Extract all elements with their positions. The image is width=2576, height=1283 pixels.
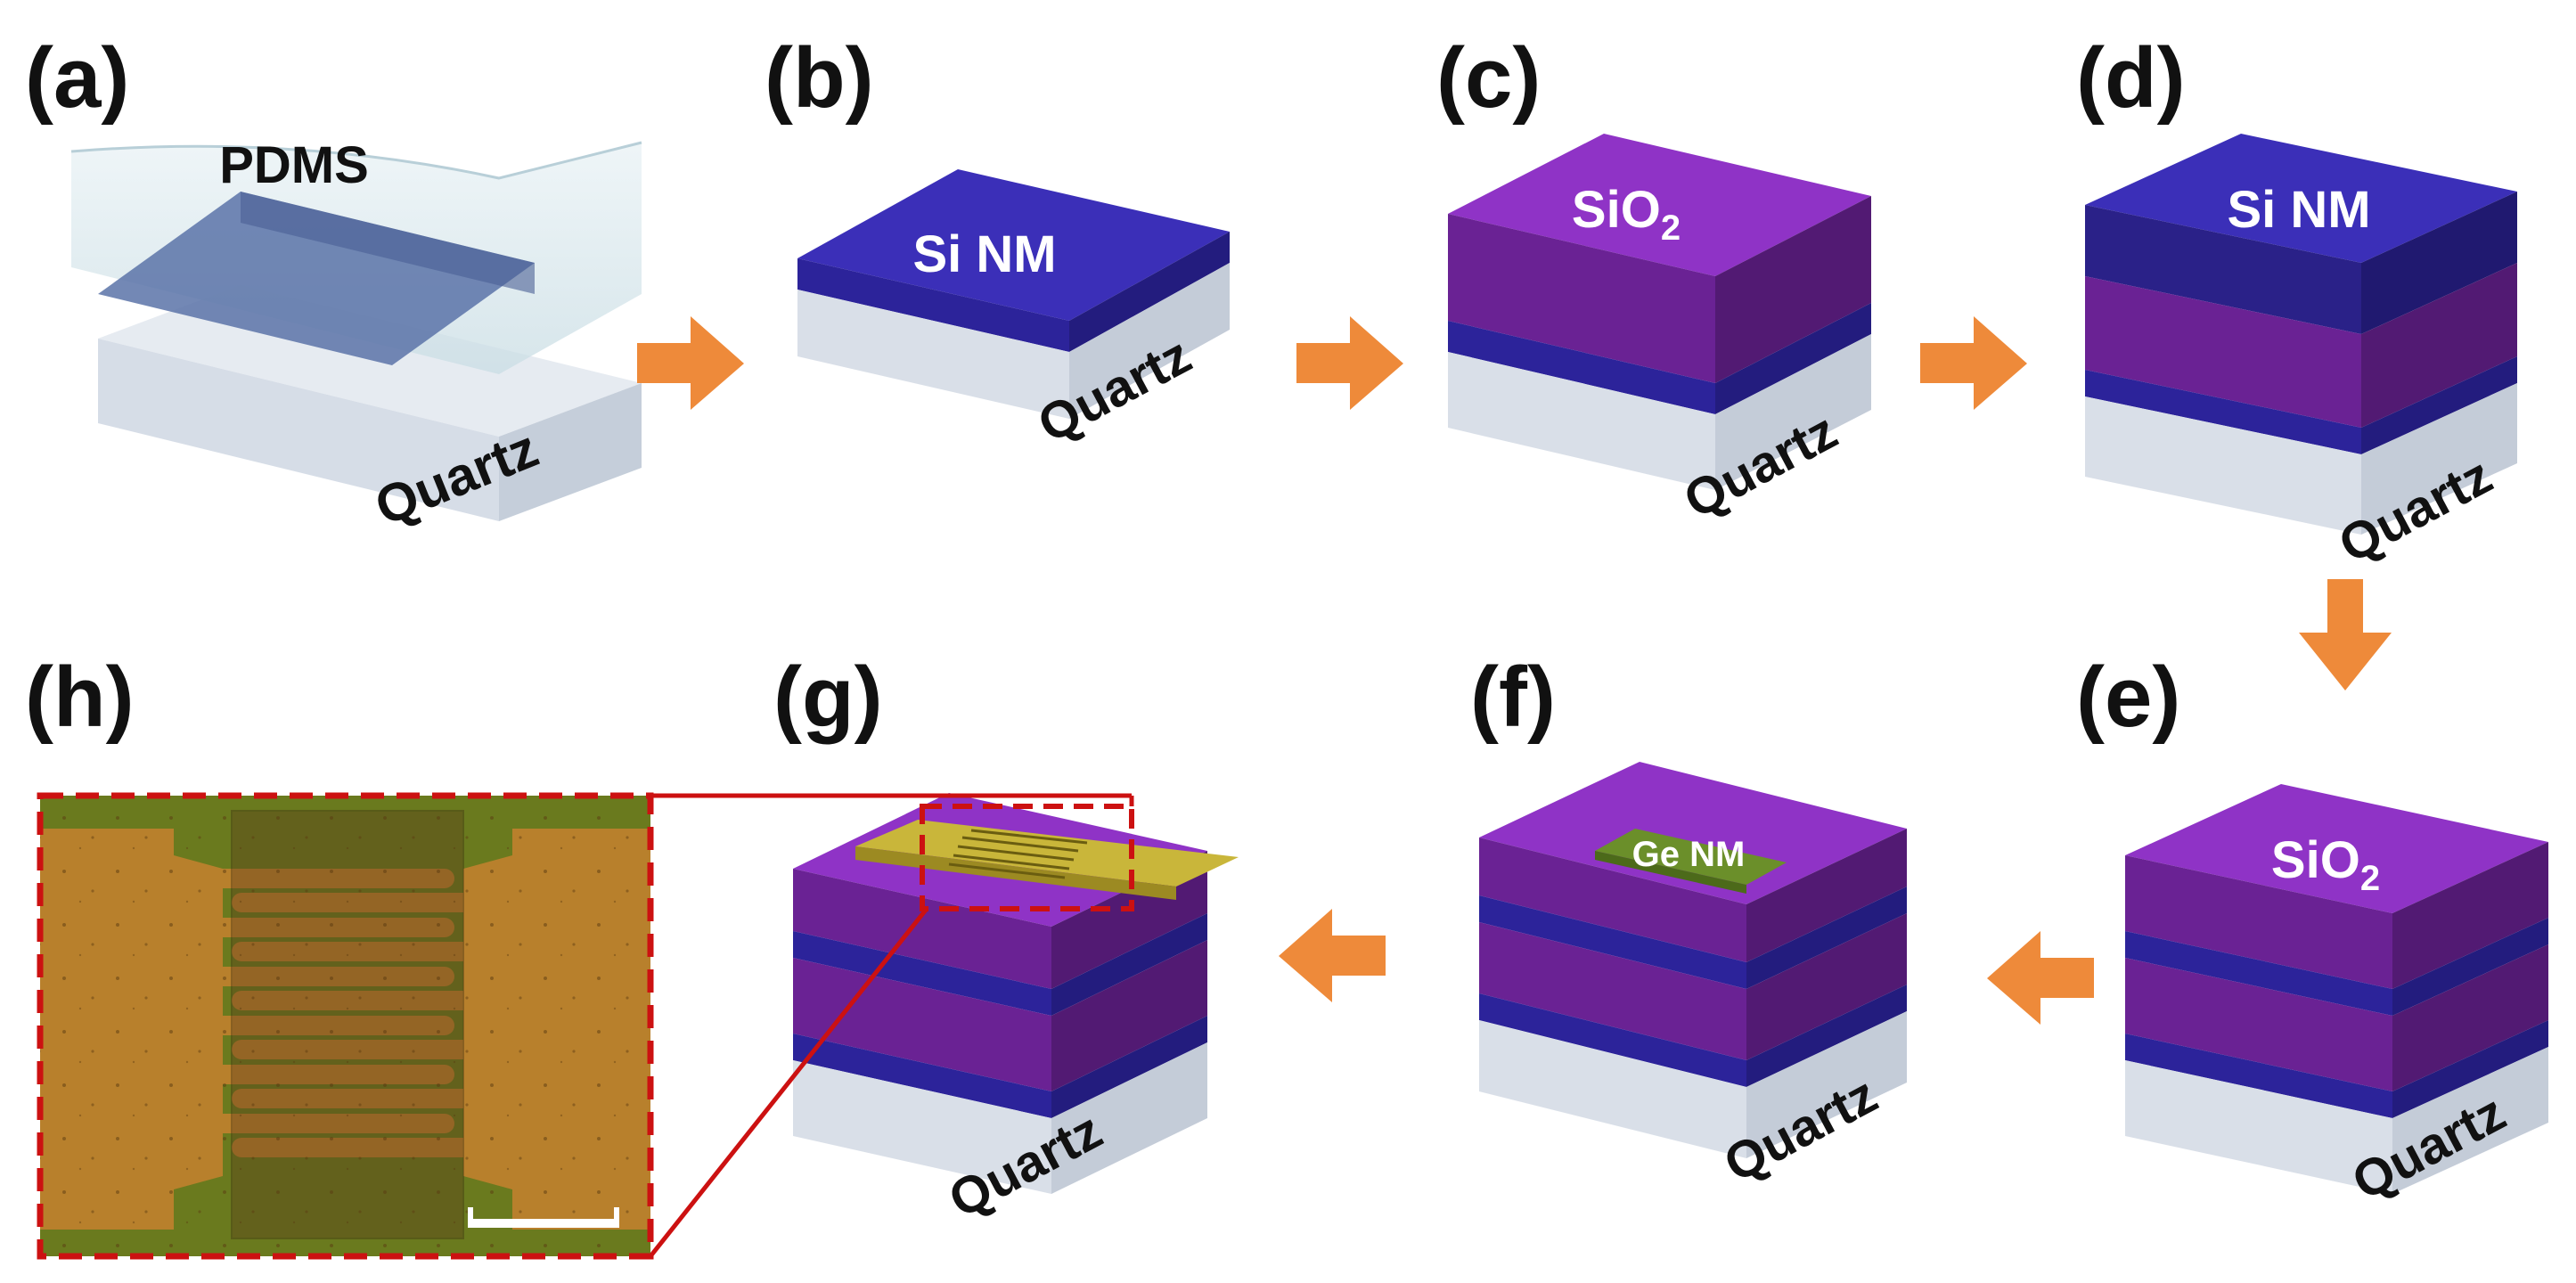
panel-c-illustration: SiO2 Quartz — [1448, 134, 1871, 530]
panel-f-illustration: Ge NM Quartz — [1479, 762, 1907, 1194]
arrow-b-to-c — [1296, 316, 1403, 410]
si-top — [797, 169, 1230, 321]
si-top-d — [2085, 134, 2517, 263]
si-nm-on-stamp — [98, 192, 535, 365]
panel-h-micrograph — [40, 796, 650, 1256]
si-nm-text-b: Si NM — [912, 225, 1056, 283]
sio2-top-e — [2125, 784, 2548, 913]
panel-b-illustration: Si NM Quartz — [797, 169, 1230, 454]
panel-a-illustration: PDMS Quartz — [70, 136, 642, 537]
panel-e-illustration: SiO2 Quartz — [2125, 784, 2548, 1212]
panel-label-b: (b) — [765, 30, 874, 126]
pdms-edge — [70, 141, 642, 180]
si-nm-text-d: Si NM — [2227, 181, 2370, 239]
zoom-connector-bottom — [649, 907, 928, 1258]
panel-g-illustration: Quartz — [793, 793, 1239, 1230]
panel-label-a: (a) — [25, 30, 130, 126]
panel-label-e: (e) — [2076, 650, 2181, 745]
quartz-side-b — [1069, 263, 1230, 419]
zoom-region-box — [920, 804, 1134, 911]
arrow-f-to-g — [1279, 909, 1386, 1002]
arrow-a-to-b — [637, 316, 744, 410]
arrow-c-to-d — [1920, 316, 2027, 410]
micrograph-frame — [37, 792, 654, 1260]
sio2-text-c: SiO2 — [1572, 181, 1681, 248]
panel-label-f: (f) — [1470, 650, 1556, 745]
quartz-front — [98, 339, 499, 521]
ge-nm-patch — [1595, 829, 1787, 885]
sio2-top-f — [1479, 762, 1907, 904]
sio2-top-c — [1448, 134, 1871, 276]
quartz-side — [499, 383, 642, 521]
panel-label-g: (g) — [773, 650, 883, 745]
panel-label-h: (h) — [25, 650, 135, 745]
pdms-text: PDMS — [219, 136, 369, 194]
scale-bar — [468, 1219, 619, 1228]
gold-electrode-pad — [855, 820, 1239, 887]
ge-nm-text-f: Ge NM — [1632, 835, 1746, 874]
arrow-e-to-f — [1987, 931, 2094, 1025]
sio2-text-e: SiO2 — [2271, 831, 2380, 898]
panel-d-illustration: Si NM Quartz — [2085, 134, 2517, 575]
panel-label-d: (d) — [2076, 30, 2186, 126]
electrode-fingers — [948, 829, 1088, 879]
quartz-front-b — [797, 290, 1069, 419]
arrow-d-to-e — [2299, 579, 2392, 691]
panel-label-c: (c) — [1436, 30, 1542, 126]
